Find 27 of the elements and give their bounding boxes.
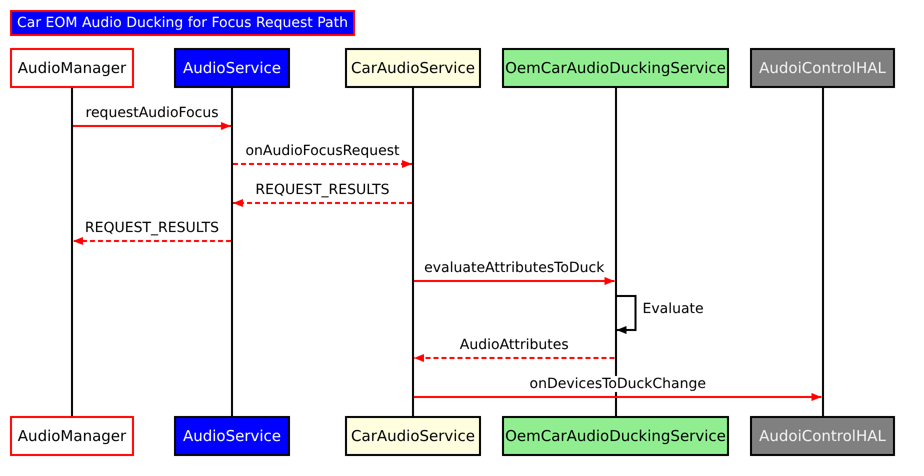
- return-message-arrow: [73, 237, 231, 245]
- participant-box: AudioService: [174, 48, 290, 88]
- participant-box: AudioManager: [10, 416, 134, 456]
- self-message-arrow: [616, 295, 636, 334]
- lifeline: [71, 88, 73, 416]
- return-message-arrow: [414, 354, 614, 362]
- return-message-arrow: [233, 199, 412, 207]
- participant-box: OemCarAudioDuckingService: [502, 48, 729, 88]
- lifeline: [614, 88, 616, 416]
- participant-box: AudioService: [174, 416, 290, 456]
- lifeline: [822, 88, 824, 416]
- participant-box: OemCarAudioDuckingService: [502, 416, 729, 456]
- message-label: requestAudioFocus: [84, 105, 220, 121]
- message-arrow: [73, 122, 231, 130]
- message-label: onAudioFocusRequest: [243, 143, 402, 159]
- lifeline: [412, 88, 414, 416]
- participant-box: CarAudioService: [345, 48, 481, 88]
- participant-box: CarAudioService: [345, 416, 481, 456]
- participant-box: AudioManager: [10, 48, 134, 88]
- diagram-title: Car EOM Audio Ducking for Focus Request Path: [10, 10, 355, 36]
- participant-box: AudoiControlHAL: [750, 416, 895, 456]
- participant-box: AudoiControlHAL: [750, 48, 895, 88]
- lifeline: [231, 88, 233, 416]
- message-label: onDevicesToDuckChange: [528, 376, 708, 392]
- message-arrow: [414, 277, 614, 285]
- message-arrow: [414, 393, 822, 401]
- return-message-arrow: [233, 160, 412, 168]
